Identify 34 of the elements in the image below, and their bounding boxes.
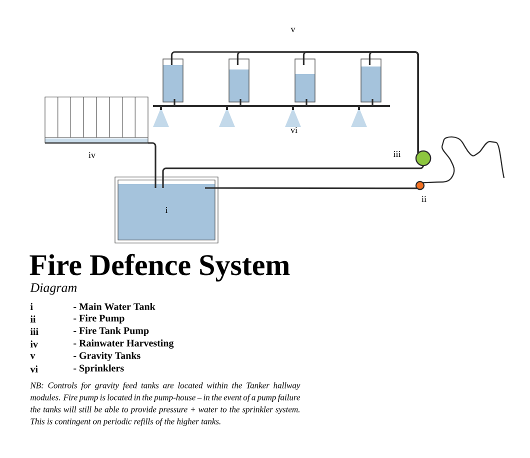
water-tank (294, 58, 316, 102)
water-tank (360, 58, 382, 102)
key-text: - Sprinklers (74, 364, 124, 374)
key-numeral: ii (30, 316, 36, 322)
key-text: - Main Water Tank (74, 302, 156, 310)
key-numeral: i (30, 303, 33, 310)
pipe (368, 51, 419, 154)
pipe (174, 99, 176, 105)
water-tank (162, 58, 184, 102)
key-numeral: v (30, 354, 36, 359)
note-text: NB: Controls for gravity feed tanks are located within the Tanker hallway modules. Fire pump is located in the pump-house – in the event of a pump failure the tanks will still be able to provide pressure + water to the sprinkler system. This is contingent on periodic refills of the higher tanks. (30, 382, 300, 426)
callout-number: vi (290, 126, 298, 134)
pipe (148, 142, 156, 188)
water-tank (228, 58, 250, 102)
key-text: - Fire Pump (74, 314, 124, 324)
pipe (306, 99, 308, 105)
key-text: - Fire Tank Pump (74, 326, 149, 336)
key-numeral: vi (30, 365, 38, 373)
pipe (372, 99, 374, 105)
pipe (205, 187, 418, 190)
subtitle: Diagram (30, 283, 77, 295)
callout-number: ii (422, 196, 426, 202)
pipe (162, 164, 424, 188)
hose (422, 136, 505, 184)
key-numeral: iv (30, 340, 38, 348)
callout-number: iii (393, 151, 401, 157)
key-numeral: iii (30, 328, 38, 335)
key-text: - Gravity Tanks (74, 352, 140, 362)
key-text: - Rainwater Harvesting (74, 339, 174, 349)
callout-number: iv (88, 152, 96, 158)
title: Fire Defence System (30, 254, 290, 282)
water-tank: i (114, 176, 218, 244)
pipe (240, 99, 242, 105)
callout-number: v (290, 28, 296, 32)
